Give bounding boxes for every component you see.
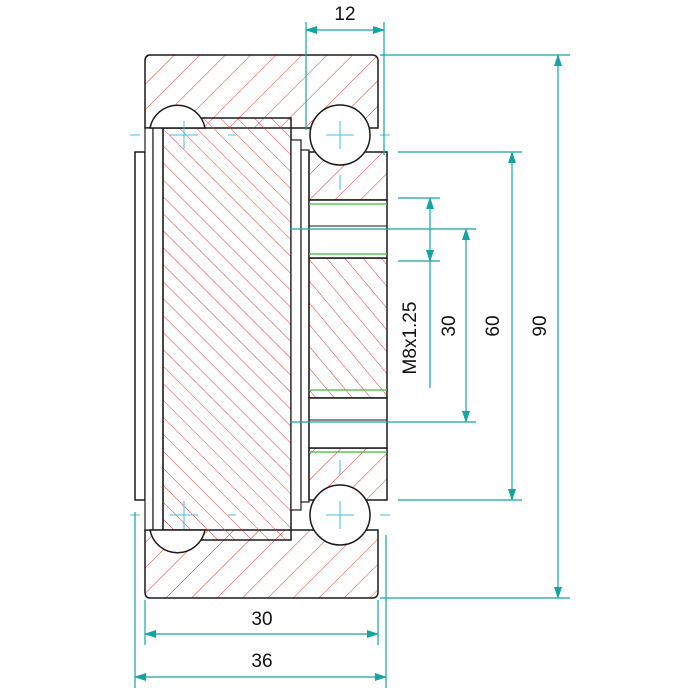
center-mark-bottom-right: [326, 501, 354, 529]
dimension-plate-height: 60: [398, 151, 522, 501]
dimension-overall-height: 90: [380, 54, 570, 599]
threaded-hole-lower: [308, 389, 388, 453]
main-shaft-section: [162, 117, 292, 541]
left-side-strip: [134, 127, 164, 531]
dimension-inner-width: 30: [144, 600, 379, 645]
bearing-ball-bottom-left: [149, 529, 206, 554]
inner-guide-rail: [290, 139, 310, 511]
bottom-housing-block: [144, 529, 379, 599]
right-plate-middle: [308, 257, 388, 399]
dimension-label-top-width: 12: [334, 4, 355, 25]
thread-spec-label: M8x1.25: [400, 302, 421, 375]
centerline-dashes: [130, 134, 390, 516]
center-mark-bottom-left: [170, 501, 198, 529]
dimension-hole-spacing: 30: [290, 228, 476, 423]
top-housing-block: [144, 54, 379, 129]
dimension-label-overall-width: 36: [251, 651, 272, 672]
dimension-top-width: 12: [305, 4, 385, 155]
dimension-label-inner-width: 30: [251, 609, 272, 630]
dimension-label-plate-height: 60: [483, 315, 504, 336]
dimension-label-hole-spacing: 30: [439, 315, 460, 336]
center-mark-top-left: [170, 121, 198, 149]
dimension-overall-width: 36: [134, 512, 387, 688]
dimension-label-overall-height: 90: [530, 315, 551, 336]
bearing-ball-top-left: [149, 104, 206, 129]
thread-callout: M8x1.25: [398, 197, 440, 388]
center-mark-top-right: [326, 121, 354, 149]
